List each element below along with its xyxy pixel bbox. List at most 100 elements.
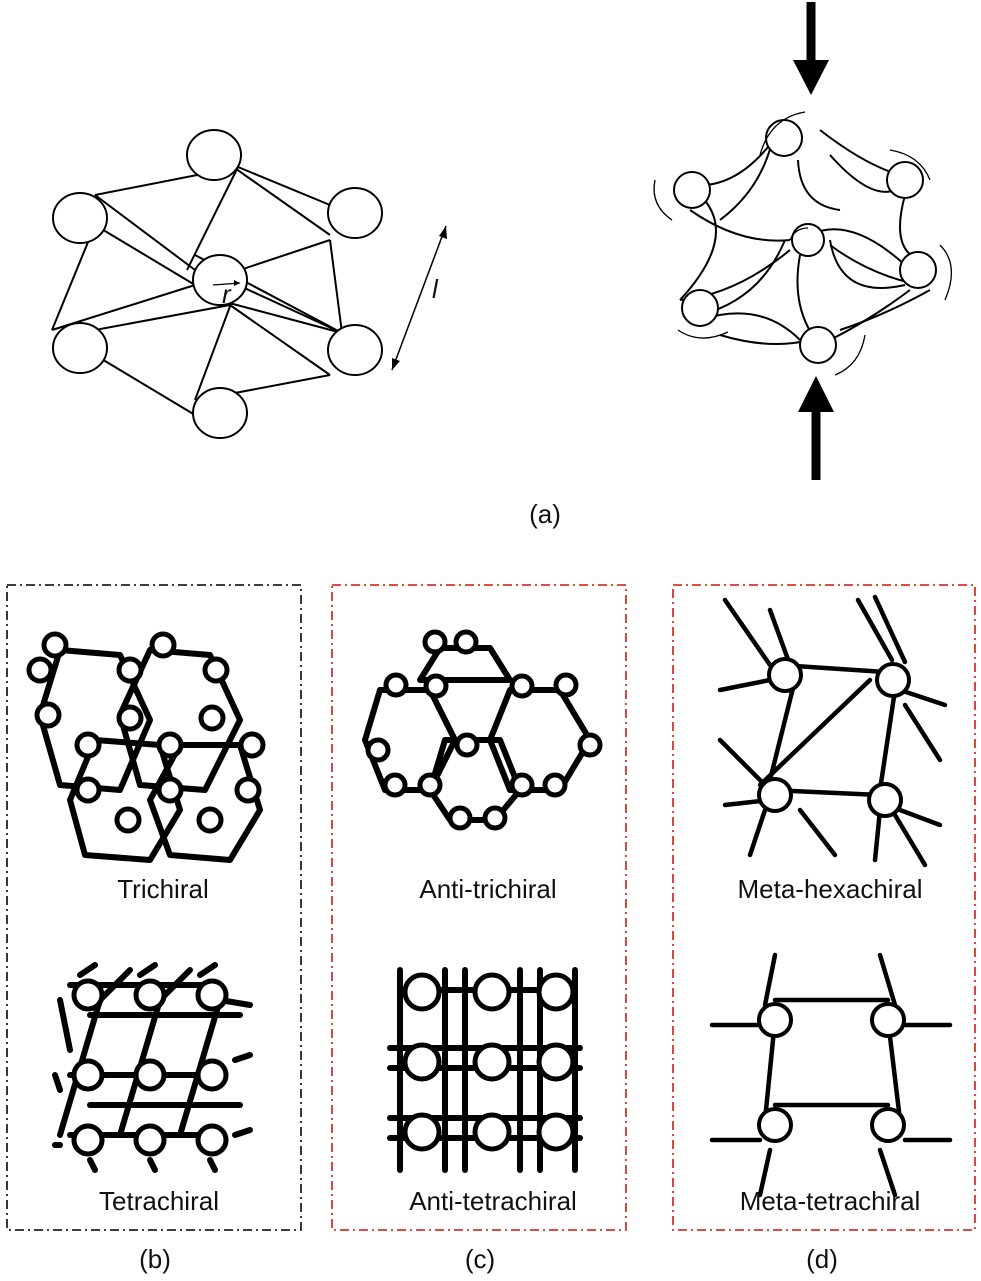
arrowhead bbox=[798, 376, 834, 412]
node bbox=[196, 806, 224, 834]
frame-b bbox=[6, 584, 302, 1231]
node bbox=[509, 673, 535, 699]
node bbox=[71, 1058, 105, 1092]
deformed-hexachiral-cell bbox=[653, 2, 952, 480]
node bbox=[402, 1042, 442, 1082]
node bbox=[886, 161, 924, 199]
center-node bbox=[791, 223, 825, 257]
node bbox=[71, 978, 105, 1012]
frame-d bbox=[672, 584, 976, 1231]
node bbox=[116, 656, 144, 684]
radius-label: r bbox=[222, 279, 232, 309]
deformed-nodes bbox=[673, 119, 937, 364]
node bbox=[454, 732, 480, 758]
node bbox=[472, 1112, 512, 1152]
node bbox=[402, 972, 442, 1012]
node bbox=[365, 737, 391, 763]
label-tetrachiral: Tetrachiral bbox=[99, 1186, 219, 1216]
meta-hexachiral-ligaments bbox=[717, 594, 948, 868]
node bbox=[149, 631, 177, 659]
node bbox=[114, 806, 142, 834]
label-meta-hexachiral: Meta-hexachiral bbox=[738, 874, 923, 904]
node bbox=[133, 978, 167, 1012]
arrowhead bbox=[234, 280, 240, 286]
node bbox=[536, 972, 576, 1012]
frame-c bbox=[331, 584, 627, 1231]
meta-tetrachiral-lattice bbox=[709, 952, 953, 1198]
hexachiral-unit-cell: r l bbox=[51, 129, 447, 439]
node bbox=[767, 657, 803, 693]
node bbox=[453, 629, 479, 655]
label-anti-trichiral: Anti-trichiral bbox=[419, 874, 556, 904]
node bbox=[52, 322, 108, 374]
arrowhead bbox=[439, 226, 447, 239]
node bbox=[133, 1058, 167, 1092]
meta-hexachiral-lattice bbox=[717, 594, 948, 868]
node bbox=[482, 805, 508, 831]
node bbox=[195, 1123, 229, 1157]
node bbox=[472, 972, 512, 1012]
node bbox=[327, 187, 383, 239]
trichiral-lattice bbox=[26, 631, 266, 863]
arrowhead bbox=[793, 60, 829, 95]
node bbox=[553, 672, 579, 698]
caption-c: (c) bbox=[465, 1244, 495, 1274]
node bbox=[202, 656, 230, 684]
node bbox=[195, 978, 229, 1012]
node bbox=[422, 629, 448, 655]
node bbox=[577, 732, 603, 758]
caption-b: (b) bbox=[139, 1244, 171, 1274]
node bbox=[74, 731, 102, 759]
node bbox=[383, 672, 409, 698]
node bbox=[757, 1002, 793, 1038]
caption-d: (d) bbox=[806, 1244, 838, 1274]
node bbox=[447, 805, 473, 831]
meta-tetrachiral-ligaments bbox=[709, 952, 953, 1198]
anti-trichiral-nodes bbox=[365, 629, 603, 831]
label-trichiral: Trichiral bbox=[117, 874, 208, 904]
node bbox=[34, 701, 62, 729]
meta-tetrachiral-nodes bbox=[757, 1002, 906, 1143]
node bbox=[71, 1123, 105, 1157]
node bbox=[417, 772, 443, 798]
caption-a: (a) bbox=[529, 499, 561, 529]
tetrachiral-nodes bbox=[71, 978, 229, 1157]
center-node bbox=[192, 254, 248, 306]
node bbox=[536, 1112, 576, 1152]
node bbox=[875, 662, 911, 698]
node bbox=[757, 777, 793, 813]
anti-tetrachiral-nodes bbox=[402, 972, 576, 1152]
trichiral-ligaments bbox=[37, 647, 263, 863]
node bbox=[195, 1058, 229, 1092]
node bbox=[382, 772, 408, 798]
node bbox=[542, 772, 568, 798]
node bbox=[234, 776, 262, 804]
tetrachiral-lattice bbox=[52, 962, 253, 1173]
node bbox=[472, 1042, 512, 1082]
node bbox=[198, 704, 226, 732]
length-label: l bbox=[432, 274, 439, 304]
anti-tetrachiral-lattice bbox=[387, 967, 583, 1173]
node bbox=[156, 776, 184, 804]
node bbox=[899, 251, 937, 289]
node bbox=[673, 171, 711, 209]
arrowhead bbox=[392, 358, 400, 370]
node bbox=[133, 1123, 167, 1157]
node bbox=[192, 387, 248, 439]
label-anti-tetrachiral: Anti-tetrachiral bbox=[409, 1186, 577, 1216]
hexachiral-nodes bbox=[52, 129, 383, 439]
node bbox=[238, 731, 266, 759]
meta-hexachiral-nodes bbox=[757, 657, 911, 818]
length-arrow bbox=[391, 225, 447, 371]
trichiral-nodes bbox=[26, 631, 266, 834]
label-meta-tetrachiral: Meta-tetrachiral bbox=[740, 1186, 921, 1216]
node bbox=[867, 782, 903, 818]
node bbox=[116, 704, 144, 732]
node bbox=[681, 289, 719, 327]
node bbox=[509, 772, 535, 798]
node bbox=[423, 673, 449, 699]
node bbox=[536, 1042, 576, 1082]
node bbox=[757, 1107, 793, 1143]
node bbox=[156, 731, 184, 759]
